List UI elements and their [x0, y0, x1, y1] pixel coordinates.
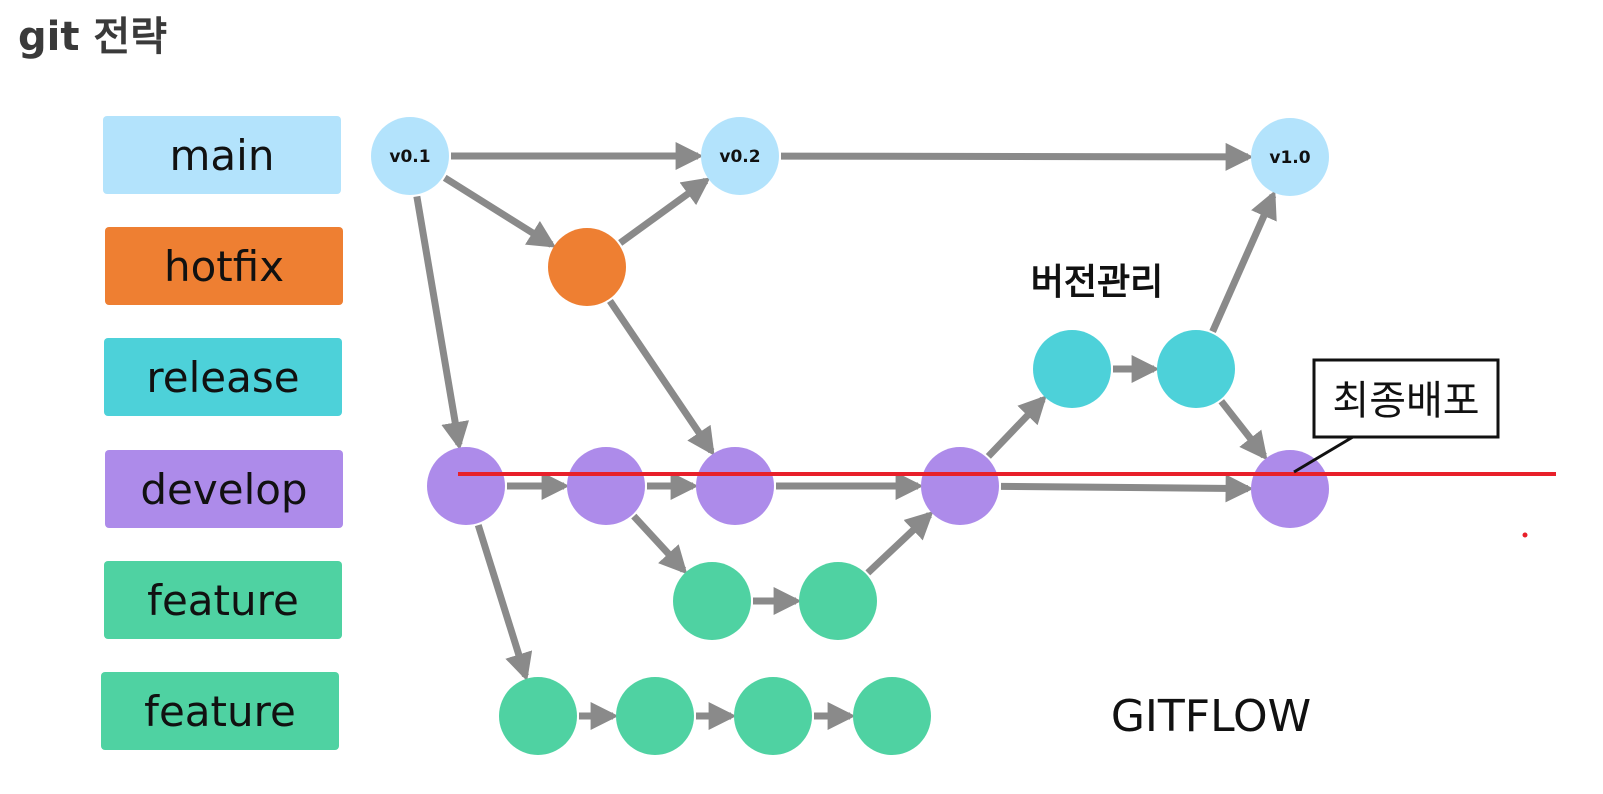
- edge-develop_4-to-release_1: [985, 395, 1047, 459]
- nodes-layer: v0.1 v0.2 v1.0: [371, 117, 1329, 755]
- legend-main: main: [103, 116, 341, 194]
- commit-node-featureB_2: [616, 677, 694, 755]
- edge-main_v02-to-main_v10: [780, 142, 1254, 171]
- legend-release-label: release: [146, 352, 300, 402]
- edge-main_v01-to-develop_1: [413, 195, 470, 451]
- legend-feature-2-label: feature: [144, 686, 296, 736]
- legend-hotfix: hotfix: [105, 227, 343, 305]
- commit-node-main_v01: [371, 117, 449, 195]
- commit-node-main_v10: [1251, 118, 1329, 196]
- legend-feature-1-label: feature: [147, 575, 299, 625]
- legend-hotfix-label: hotfix: [163, 241, 285, 291]
- edge-develop_1-to-featureB_1: [474, 524, 533, 682]
- commit-node-develop_5: [1251, 450, 1329, 528]
- commit-node-featureA_2: [799, 562, 877, 640]
- legend-feature-1: feature: [104, 561, 342, 639]
- commit-node-main_v02: [701, 117, 779, 195]
- commit-node-develop_1: [427, 447, 505, 525]
- gitflow-label: GITFLOW: [1111, 691, 1311, 742]
- edge-develop_2-to-featureA_1: [631, 513, 688, 575]
- commit-node-featureA_1: [673, 562, 751, 640]
- edges-layer: [413, 142, 1277, 730]
- legend-develop: develop: [105, 450, 343, 528]
- commit-label-main_v02: v0.2: [719, 147, 760, 167]
- commit-node-develop_3: [696, 447, 774, 525]
- callout-box: [1312, 358, 1500, 439]
- edge-hotfix_1-to-develop_3: [607, 299, 715, 456]
- legend-release: release: [104, 338, 342, 416]
- legend-main-label: main: [169, 130, 275, 180]
- edge-release_2-to-main_v10: [1209, 190, 1277, 333]
- commit-node-featureB_3: [734, 677, 812, 755]
- commit-node-develop_2: [567, 447, 645, 525]
- legend-develop-label: develop: [140, 464, 308, 514]
- commit-node-release_1: [1033, 330, 1111, 408]
- final-release-label: 최종배포: [1332, 378, 1479, 424]
- edge-main_v01-to-hotfix_1: [442, 174, 557, 248]
- legend-feature-2: feature: [101, 672, 339, 750]
- page-title: git 전략: [18, 14, 167, 60]
- commit-node-featureB_1: [499, 677, 577, 755]
- version-management-label: 버전관리: [1031, 262, 1163, 303]
- commit-node-develop_4: [921, 447, 999, 525]
- edge-develop_4-to-develop_5: [1000, 474, 1254, 503]
- commit-node-release_2: [1157, 330, 1235, 408]
- commit-node-hotfix_1: [548, 228, 626, 306]
- edge-release_2-to-develop_5: [1218, 399, 1268, 461]
- edge-hotfix_1-to-main_v02: [618, 177, 711, 246]
- commit-label-main_v10: v1.0: [1269, 148, 1310, 168]
- commit-node-featureB_4: [853, 677, 931, 755]
- red-dot: [1522, 532, 1528, 538]
- commit-label-main_v01: v0.1: [389, 147, 430, 167]
- edge-featureA_2-to-develop_4: [865, 510, 934, 576]
